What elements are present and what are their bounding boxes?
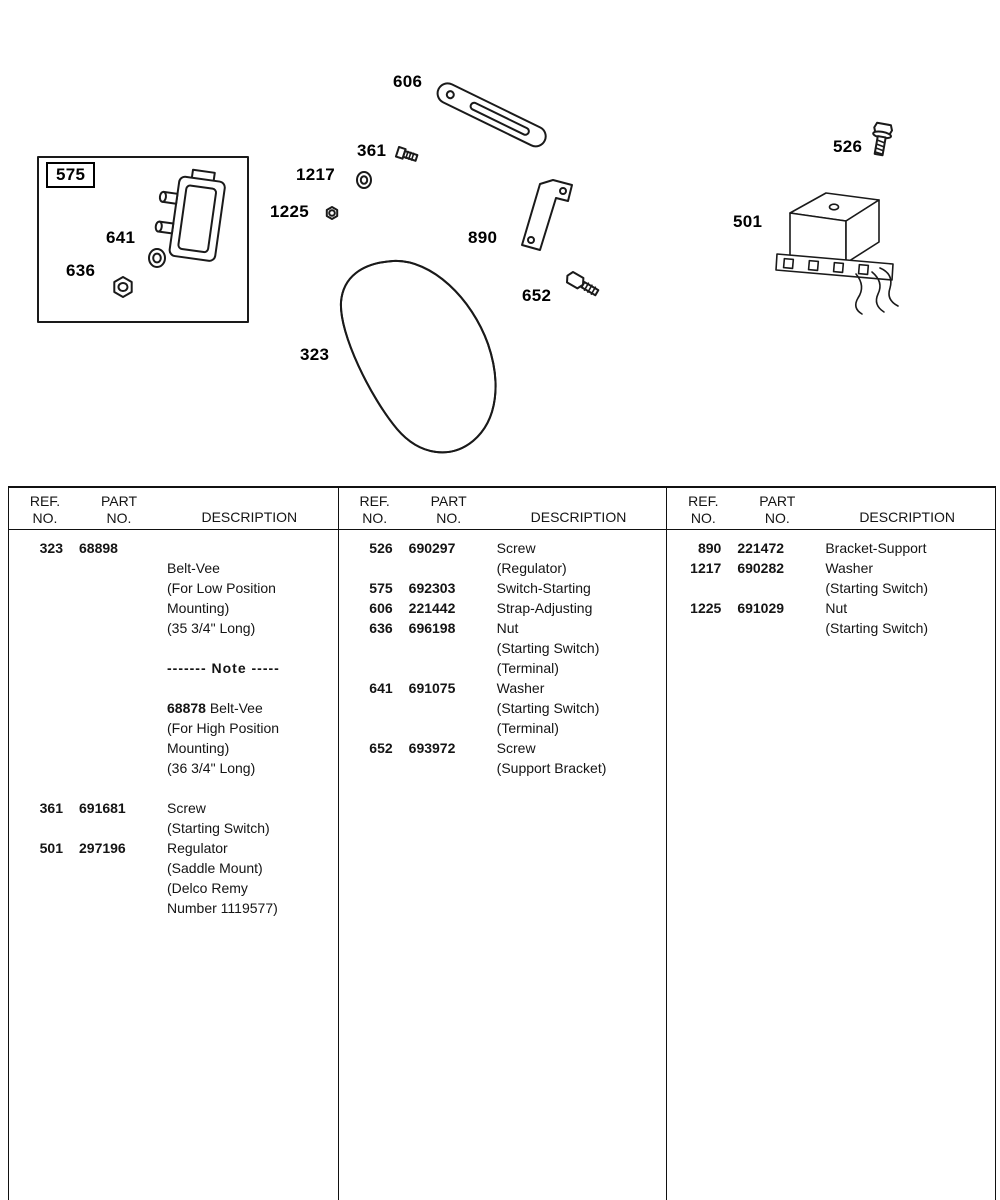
part-no: 692303 (408, 580, 456, 596)
callout-641: 641 (106, 228, 136, 247)
table-row: 636 696198 Nut (Starting Switch) (Termin… (349, 618, 661, 678)
ref-no: 652 (369, 740, 393, 756)
description: Nut (Starting Switch) (Terminal) (496, 620, 600, 676)
part-no: 691029 (737, 600, 785, 616)
strap-adjusting-drawing (436, 82, 547, 148)
description: Washer (Starting Switch) (Terminal) (496, 680, 600, 736)
description: Bracket-Support (825, 540, 927, 556)
box-label-575: 575 (46, 162, 96, 188)
table-header: REF. NO. PART NO. DESCRIPTION (667, 488, 995, 530)
table-row: 652 693972 Screw (Support Bracket) (349, 738, 661, 778)
regulator-drawing (775, 192, 899, 315)
nut-636-drawing (113, 276, 133, 298)
ref-no: 501 (39, 840, 63, 856)
table-row: 1217 690282 Washer (Starting Switch) (677, 558, 989, 598)
description: Screw (Support Bracket) (496, 740, 607, 776)
table-body: 323 68898 Belt-Vee (For Low Position Mou… (9, 530, 338, 918)
table-row: 606 221442 Strap-Adjusting (349, 598, 661, 618)
ref-no: 361 (39, 800, 63, 816)
header-part-no: PART NO. (759, 492, 796, 526)
header-description: DESCRIPTION (859, 509, 955, 525)
part-no: 221442 (408, 600, 456, 616)
ref-no: 636 (369, 620, 393, 636)
callout-575: 575 (46, 162, 96, 188)
part-no: 297196 (79, 840, 126, 856)
description: Belt-Vee (For Low Position Mounting) (35… (167, 538, 332, 798)
nut-1225-drawing (325, 206, 339, 220)
part-no: 693972 (408, 740, 456, 756)
header-description: DESCRIPTION (201, 509, 298, 525)
screw-361-drawing (394, 146, 419, 162)
callout-636: 636 (66, 261, 96, 280)
callout-606: 606 (393, 72, 423, 91)
header-ref-no: REF. NO. (29, 492, 61, 526)
ref-no: 1225 (690, 600, 722, 616)
description: Regulator (Saddle Mount) (Delco Remy Num… (167, 840, 278, 916)
parts-table-column-1: REF. NO. PART NO. DESCRIPTION 323 68898 … (9, 488, 338, 1200)
table-header: REF. NO. PART NO. DESCRIPTION (338, 488, 667, 530)
ref-no: 1217 (690, 560, 722, 576)
table-row: 641 691075 Washer (Starting Switch) (Ter… (349, 678, 661, 738)
washer-641-drawing (148, 248, 166, 268)
table-row: 501 297196 Regulator (Saddle Mount) (Del… (19, 838, 332, 918)
ref-no: 641 (369, 680, 393, 696)
header-ref-no: REF. NO. (688, 492, 719, 526)
parts-table: REF. NO. PART NO. DESCRIPTION 323 68898 … (8, 486, 996, 1200)
header-part-no: PART NO. (100, 492, 138, 526)
callout-652: 652 (522, 286, 552, 305)
callout-501: 501 (733, 212, 763, 231)
washer-1217-drawing (356, 171, 372, 189)
part-no: 691075 (408, 680, 456, 696)
description: Strap-Adjusting (496, 600, 593, 616)
bracket-support-drawing (521, 179, 573, 251)
callout-1225: 1225 (270, 202, 310, 221)
switch-group-box (37, 156, 249, 323)
header-part-no: PART NO. (430, 492, 467, 526)
part-no: 691681 (79, 800, 126, 816)
parts-table-column-2: REF. NO. PART NO. DESCRIPTION 526 690297… (337, 488, 667, 1200)
ref-no: 606 (369, 600, 393, 616)
parts-diagram (37, 82, 899, 454)
ref-no: 323 (39, 540, 63, 556)
note-line: ------- Note ----- (167, 660, 280, 676)
description: Screw (Regulator) (496, 540, 567, 576)
starting-switch-drawing (154, 168, 226, 262)
parts-table-column-3: REF. NO. PART NO. DESCRIPTION 890 221472… (666, 488, 995, 1200)
part-no: 68898 (79, 540, 118, 556)
ref-no: 575 (369, 580, 393, 596)
description: Washer (Starting Switch) (825, 560, 929, 596)
callout-890: 890 (468, 228, 498, 247)
header-description: DESCRIPTION (530, 509, 627, 525)
callout-526: 526 (833, 137, 863, 156)
callout-1217: 1217 (296, 165, 336, 184)
v-belt-drawing (339, 259, 497, 454)
table-row: 323 68898 Belt-Vee (For Low Position Mou… (19, 538, 332, 798)
table-row: 526 690297 Screw (Regulator) (349, 538, 661, 578)
description: Switch-Starting (496, 580, 591, 596)
callout-361: 361 (357, 141, 387, 160)
table-header: REF. NO. PART NO. DESCRIPTION (9, 488, 338, 530)
table-row: 361 691681 Screw (Starting Switch) (19, 798, 332, 838)
ref-no: 890 (697, 540, 722, 556)
part-no: 221472 (737, 540, 785, 556)
table-body: 526 690297 Screw (Regulator) 575 692303 … (339, 530, 667, 778)
description: Screw (Starting Switch) (167, 800, 270, 836)
ref-no: 526 (369, 540, 393, 556)
table-row: 575 692303 Switch-Starting (349, 578, 661, 598)
screw-652-drawing (566, 271, 600, 297)
table-body: 890 221472 Bracket-Support 1217 690282 W… (667, 530, 995, 638)
description: Nut (Starting Switch) (825, 600, 929, 636)
table-row: 1225 691029 Nut (Starting Switch) (677, 598, 989, 638)
callout-323: 323 (300, 345, 330, 364)
screw-526-drawing (872, 121, 893, 157)
table-row: 890 221472 Bracket-Support (677, 538, 989, 558)
alt-part-no: 68878 (167, 700, 210, 716)
header-ref-no: REF. NO. (359, 492, 390, 526)
part-no: 690282 (737, 560, 785, 576)
part-no: 690297 (408, 540, 456, 556)
part-no: 696198 (408, 620, 456, 636)
